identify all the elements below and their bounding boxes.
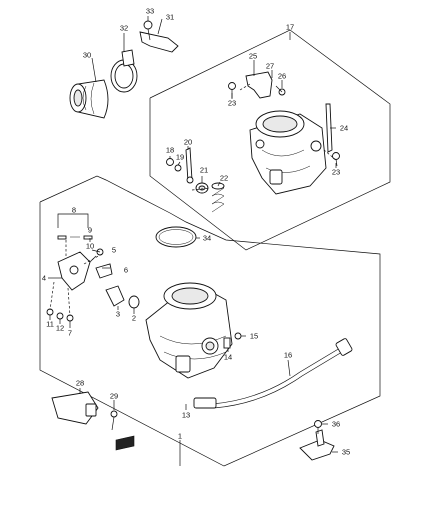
spring-22 [211,182,225,213]
throttle-body-upper [249,110,327,195]
nut-18 [166,158,174,166]
part-label-10: 10 [86,242,94,251]
link-3 [105,285,125,307]
part-label-23-right: 23 [332,168,340,177]
bracket-35 [299,429,335,461]
part-label-32: 32 [120,24,128,33]
part-label-21: 21 [200,166,208,175]
sensor-28 [51,391,99,425]
dashed-connectors [49,83,337,317]
part-label-28: 28 [76,379,84,388]
fitting-13 [193,397,217,409]
part-label-9: 9 [88,226,92,235]
part-label-19: 19 [176,153,184,162]
part-label-13: 13 [182,411,190,420]
lever-20 [185,147,194,184]
cable-16 [211,338,353,409]
bracket-25 [245,71,273,99]
screws-8 [57,235,93,240]
cam-6 [95,263,113,279]
intake-hose-30 [69,79,109,119]
front-arrow-icon [115,435,135,451]
leader-lines [48,16,338,466]
part-label-14: 14 [224,353,232,362]
screw-15 [234,332,242,340]
part-label-35: 35 [342,448,350,457]
upper-assembly-outline [149,29,391,251]
part-label-2: 2 [132,314,136,323]
part-label-4: 4 [42,274,46,283]
hose-clamp-32 [110,49,138,93]
washer-19 [174,164,182,172]
part-label-29: 29 [110,392,118,401]
part-label-27: 27 [266,62,274,71]
part-label-18: 18 [166,146,174,155]
part-label-17: 17 [286,23,294,32]
part-label-7: 7 [68,329,72,338]
screw-33 [143,20,153,41]
part-label-22: 22 [220,174,228,183]
clamp-bracket-31 [139,31,179,53]
part-label-23-top: 23 [228,99,236,108]
lower-assembly-outline [39,175,381,467]
o-ring-34 [155,226,197,248]
screw-23-top [228,82,236,98]
collar-21 [195,182,209,194]
part-label-5: 5 [112,246,116,255]
part-label-6: 6 [124,266,128,275]
part-label-3: 3 [116,310,120,319]
lever-assembly-4 [57,251,91,291]
fitting-14 [223,337,231,349]
part-label-12: 12 [56,324,64,333]
part-label-25: 25 [249,52,257,61]
part-label-1: 1 [178,432,182,441]
part-label-24: 24 [340,124,348,133]
rod-24 [325,103,333,153]
part-label-34: 34 [203,234,211,243]
part-label-16: 16 [284,351,292,360]
part-label-31: 31 [166,13,174,22]
part-label-30: 30 [83,51,91,60]
throttle-body-lower [145,282,233,379]
screw-36 [314,420,322,434]
part-label-20: 20 [184,138,192,147]
screw-26 [275,85,286,96]
bushing-2 [128,295,140,309]
part-label-8: 8 [72,206,76,215]
screw-29 [110,410,118,431]
part-label-33: 33 [146,7,154,16]
screw-23-right [332,152,340,167]
part-label-26: 26 [278,72,286,81]
part-label-15: 15 [250,332,258,341]
part-label-11: 11 [46,320,54,329]
part-label-36: 36 [332,420,340,429]
